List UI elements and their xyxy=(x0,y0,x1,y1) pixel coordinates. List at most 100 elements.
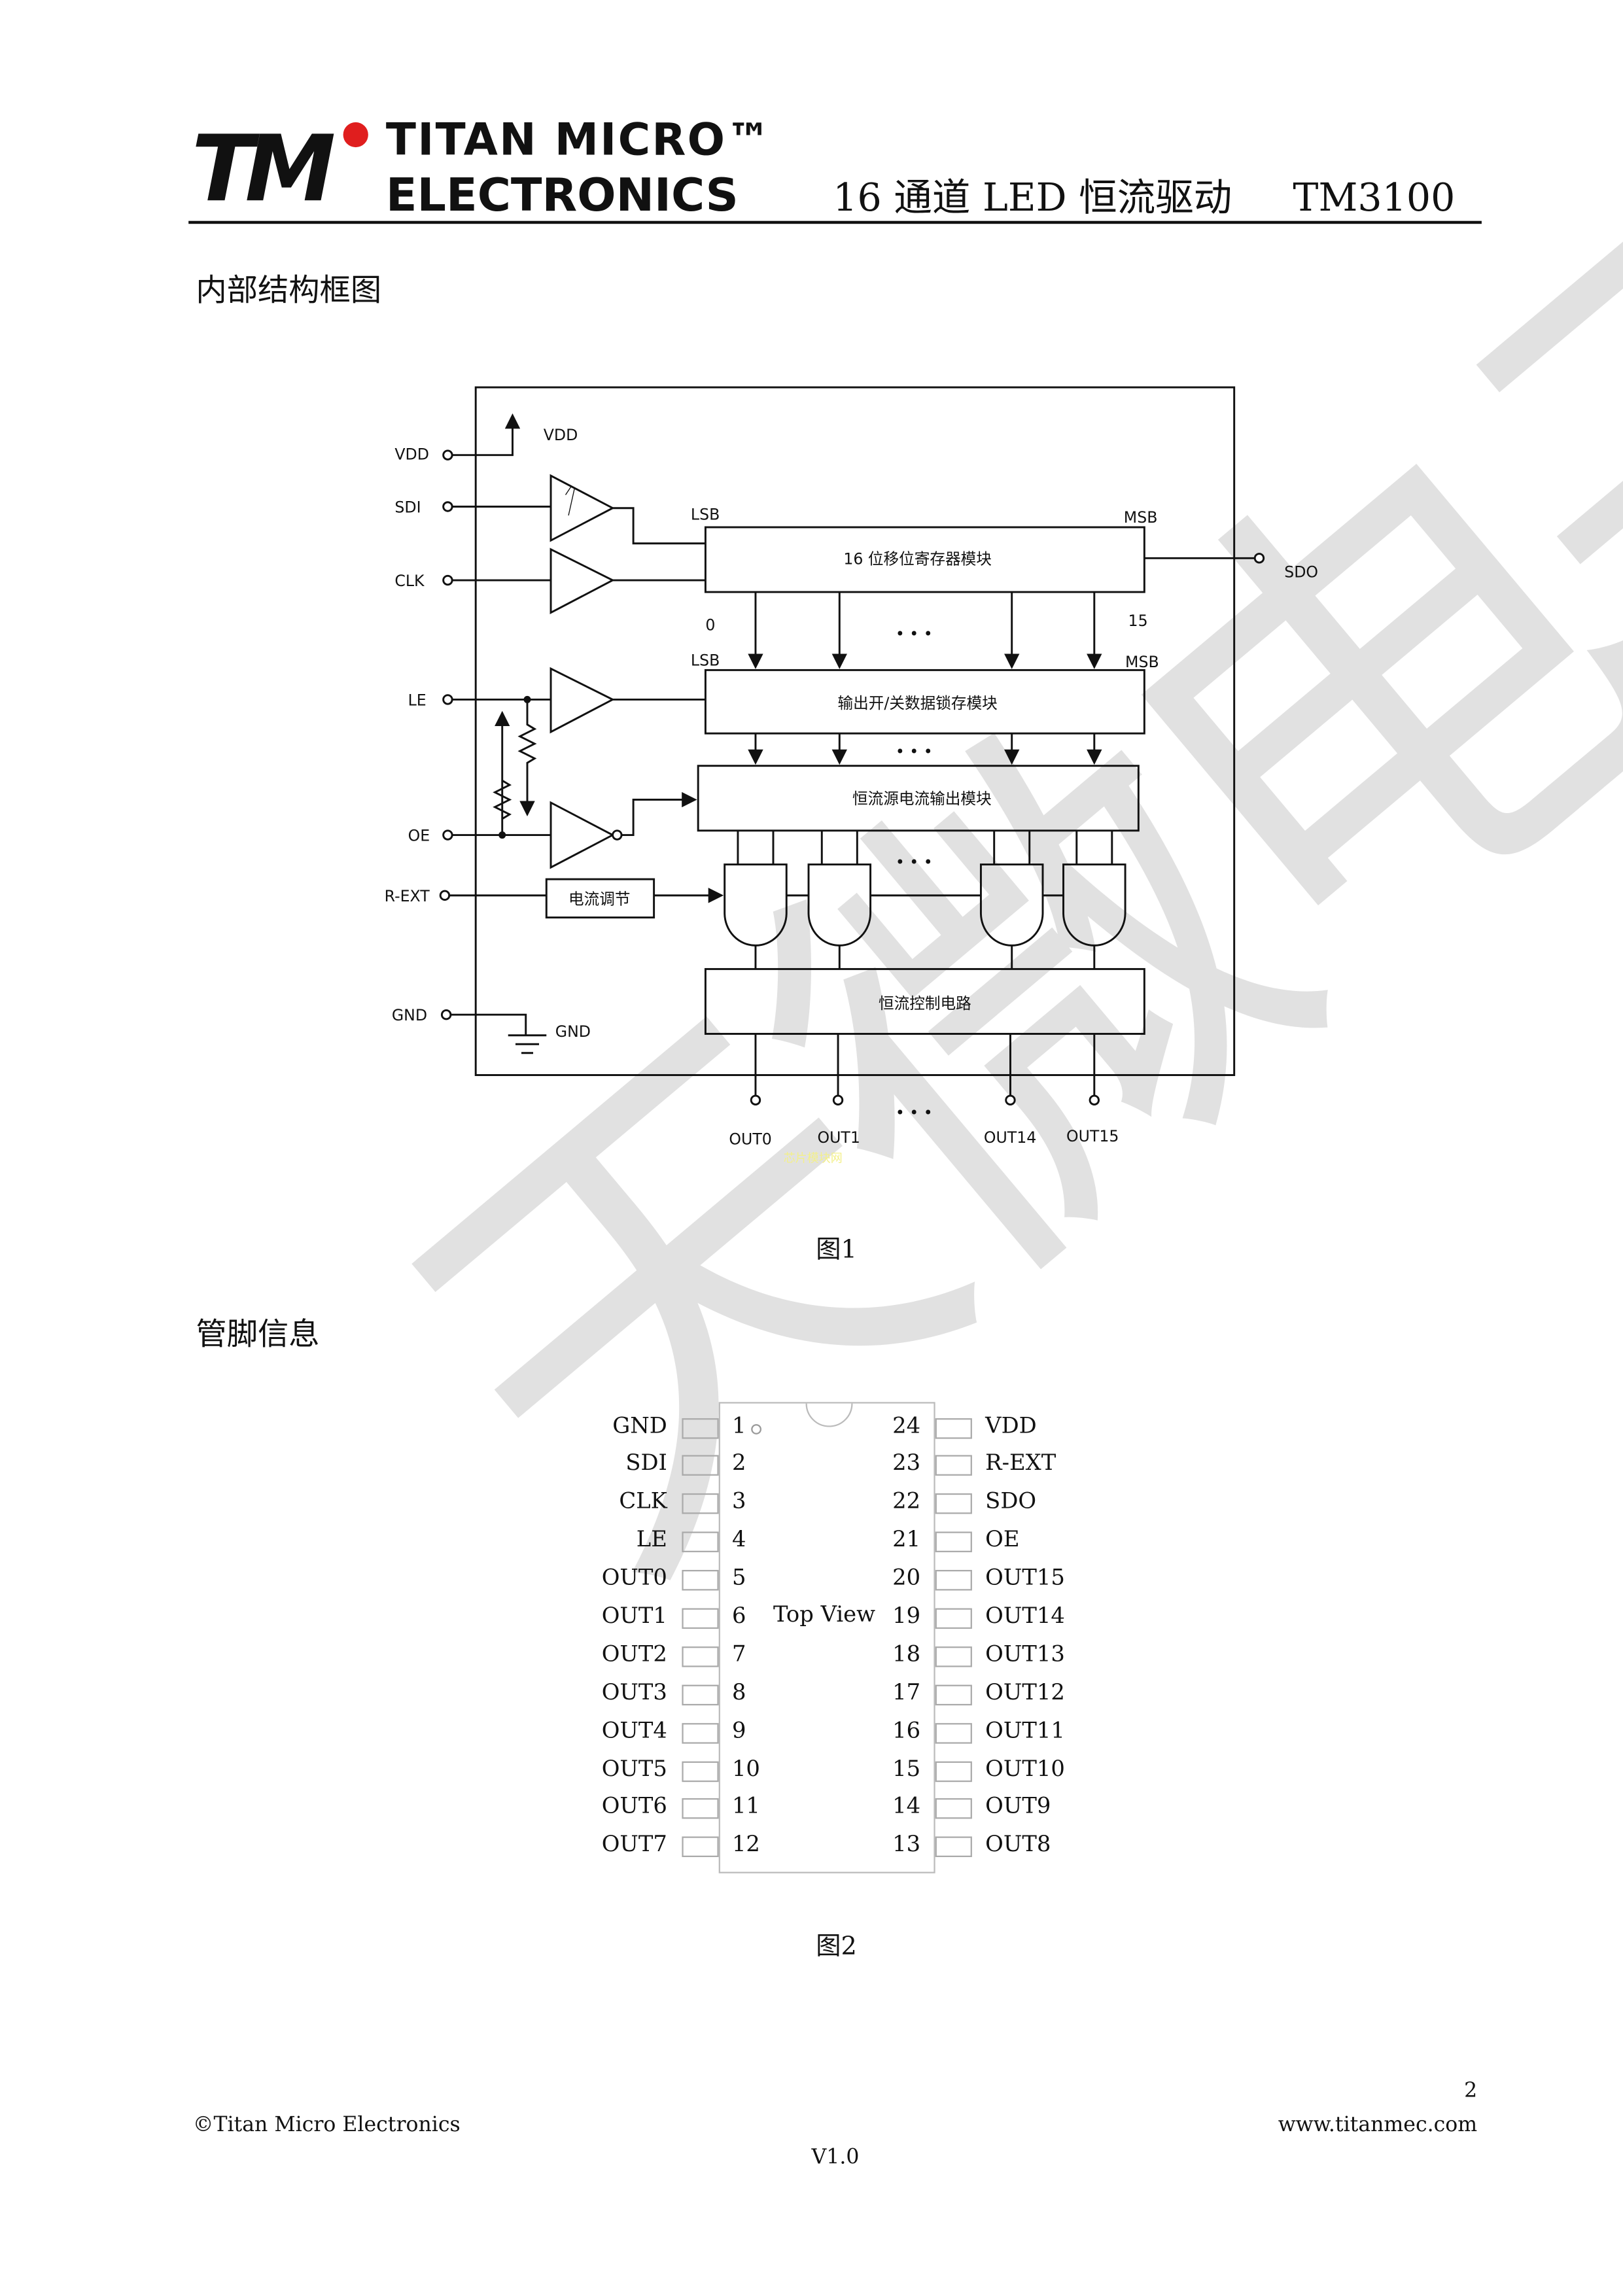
pin-number-right: 15 xyxy=(892,1755,921,1783)
version: V1.0 xyxy=(811,2146,860,2170)
pin-number-right: 23 xyxy=(892,1449,921,1476)
pin-label-sdo: SDO xyxy=(1284,563,1318,582)
pin-pad xyxy=(682,1493,719,1514)
pin-name-right: OUT8 xyxy=(985,1830,1051,1858)
pin-number-left: 11 xyxy=(731,1792,760,1819)
pin-name-left: GND xyxy=(612,1412,667,1439)
pin-label-sdi: SDI xyxy=(394,498,421,516)
bit0-label: 0 xyxy=(705,616,715,635)
figure-caption-1: 图1 xyxy=(816,1235,857,1265)
pin-name-right: OE xyxy=(985,1525,1020,1552)
pin-name-left: OUT2 xyxy=(601,1641,667,1667)
pin-number-right: 18 xyxy=(892,1641,921,1667)
output-label: OUT14 xyxy=(984,1128,1036,1147)
pin-name-right: SDO xyxy=(985,1487,1037,1514)
pin-number-left: 2 xyxy=(731,1449,746,1476)
pin-number-left: 5 xyxy=(731,1563,746,1591)
sdi-buffer xyxy=(550,474,615,542)
pin-pad xyxy=(682,1608,719,1629)
pin-label-gnd: GND xyxy=(392,1006,427,1024)
pin-pad xyxy=(682,1836,719,1858)
shift-register-label: 16 位移位寄存器模块 xyxy=(843,549,992,568)
pin-name-right: VDD xyxy=(985,1412,1037,1439)
internal-vdd-label: VDD xyxy=(544,426,578,444)
bit15-label: 15 xyxy=(1128,612,1148,630)
pin-number-right: 21 xyxy=(892,1525,921,1552)
pin-name-left: OUT0 xyxy=(601,1563,667,1591)
pin-pad xyxy=(682,1418,719,1439)
and-gate xyxy=(979,863,1044,947)
pin-number-right: 17 xyxy=(892,1679,921,1706)
pin-name-right: OUT9 xyxy=(985,1792,1051,1819)
pin-pad xyxy=(935,1569,972,1591)
page-number: 2 xyxy=(1464,2079,1478,2103)
control-label: 恒流控制电路 xyxy=(879,994,971,1013)
pin-number-right: 13 xyxy=(892,1830,921,1858)
pin-number-right: 16 xyxy=(892,1717,921,1744)
chip-package: Top View xyxy=(718,1402,935,1873)
pin-pad xyxy=(682,1684,719,1706)
pin-pad xyxy=(682,1798,719,1819)
ellipsis: • • • xyxy=(896,625,933,643)
pin-number-left: 6 xyxy=(731,1602,746,1629)
pin-name-left: OUT5 xyxy=(601,1755,667,1783)
pin-pad xyxy=(935,1608,972,1629)
pin-number-right: 19 xyxy=(892,1602,921,1629)
pin-pad xyxy=(682,1761,719,1783)
latch-label: 输出开/关数据锁存模块 xyxy=(838,694,998,712)
output-label: OUT0 xyxy=(729,1130,771,1148)
clk-buffer xyxy=(550,548,615,615)
pin-pad xyxy=(682,1455,719,1476)
pin-pad xyxy=(935,1455,972,1476)
pin-name-left: LE xyxy=(636,1525,667,1552)
pin-pad xyxy=(935,1684,972,1706)
header-divider xyxy=(188,220,1482,224)
copyright: ©Titan Micro Electronics xyxy=(192,2113,461,2137)
control-block xyxy=(704,967,1145,1035)
output-label: OUT15 xyxy=(1066,1127,1119,1145)
and-gate xyxy=(1062,863,1126,947)
product-model: TM3100 xyxy=(1293,177,1456,221)
pin-pad xyxy=(682,1569,719,1591)
pin-name-left: OUT3 xyxy=(601,1679,667,1706)
pin-pad xyxy=(682,1723,719,1744)
website-link[interactable]: www.titanmec.com xyxy=(1278,2113,1478,2137)
lsb-label: LSB xyxy=(691,652,720,670)
pin-name-left: OUT1 xyxy=(601,1602,667,1629)
output-label: OUT1 xyxy=(818,1128,860,1147)
pin-name-left: OUT7 xyxy=(601,1830,667,1858)
ellipsis: • • • xyxy=(896,742,933,761)
pin-name-left: OUT6 xyxy=(601,1792,667,1819)
pin-name-right: R-EXT xyxy=(985,1449,1056,1476)
pin-number-right: 14 xyxy=(892,1792,921,1819)
pin-name-right: OUT12 xyxy=(985,1679,1065,1706)
pin-name-right: OUT13 xyxy=(985,1641,1065,1667)
company-logo: TM xyxy=(191,114,336,222)
gate-wires xyxy=(737,830,775,969)
current-adjust-label: 电流调节 xyxy=(568,890,630,908)
pin-pad xyxy=(935,1723,972,1744)
pin-name-right: OUT14 xyxy=(985,1602,1065,1629)
product-title: 16 通道 LED 恒流驱动 xyxy=(833,177,1232,221)
shift-register-block xyxy=(704,526,1145,593)
and-gate xyxy=(807,863,872,947)
gate-wires xyxy=(993,830,1031,969)
top-view-label: Top View xyxy=(773,1601,876,1627)
pin-pad xyxy=(682,1646,719,1667)
pin-pad xyxy=(935,1761,972,1783)
pin-name-left: CLK xyxy=(619,1487,667,1514)
pin-pad xyxy=(935,1798,972,1819)
current-source-block xyxy=(697,765,1140,832)
pin-label-oe: OE xyxy=(408,827,430,845)
small-watermark: 芯片模块网 xyxy=(784,1151,843,1165)
pin-pad xyxy=(935,1531,972,1552)
pin-pad xyxy=(935,1493,972,1514)
section-title-pin-info: 管脚信息 xyxy=(196,1316,320,1352)
lsb-label: LSB xyxy=(691,506,720,524)
pin-number-left: 8 xyxy=(731,1679,746,1706)
current-source-label: 恒流源电流输出模块 xyxy=(852,790,992,808)
pin-pad xyxy=(935,1418,972,1439)
pin-name-right: OUT11 xyxy=(985,1717,1065,1744)
